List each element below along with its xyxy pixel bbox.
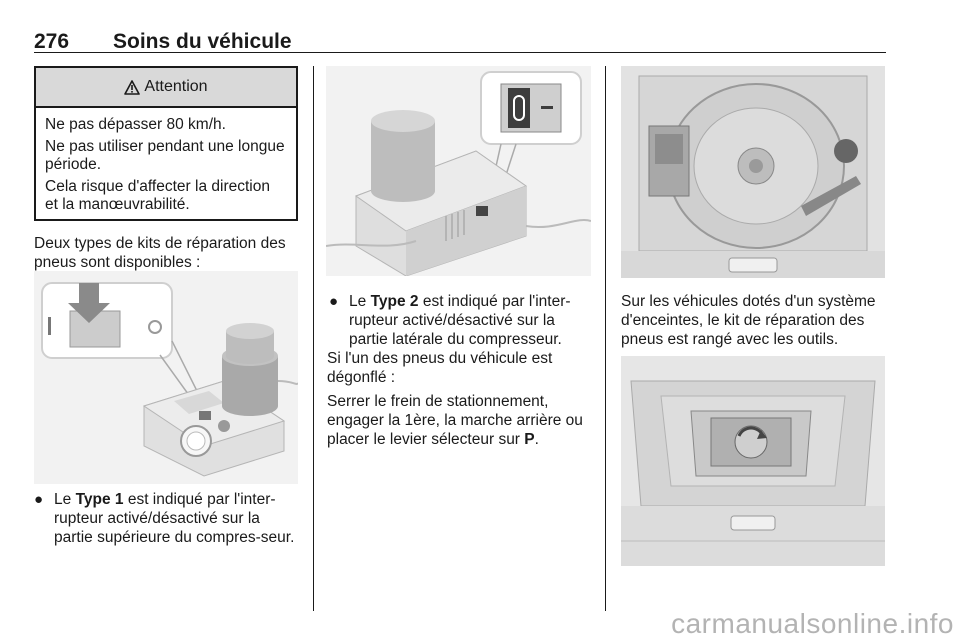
bullet-type2: ● Le Type 2 est indiqué par l'inter-rupt… bbox=[329, 292, 591, 349]
page-number: 276 bbox=[34, 30, 70, 53]
column-divider-1 bbox=[313, 66, 314, 611]
warning-title: Attention bbox=[144, 78, 208, 95]
gear-p-label: P bbox=[524, 431, 535, 448]
type1-label: Type 1 bbox=[75, 491, 124, 508]
instructions: Si l'un des pneus du véhicule est dégonf… bbox=[327, 349, 593, 454]
page-title: Soins du véhicule bbox=[113, 30, 292, 53]
compressor-type1-illustration bbox=[34, 271, 298, 484]
sound-system-caption: Sur les véhicules dotés d'un système d'e… bbox=[621, 293, 876, 348]
bullet-prefix: Le bbox=[349, 293, 367, 310]
trunk-tools-illustration bbox=[621, 66, 885, 278]
trunk-repair-kit-illustration bbox=[621, 356, 885, 566]
kit-types-intro: Deux types de kits de réparation des pne… bbox=[34, 235, 286, 271]
warning-line: Ne pas dépasser 80 km/h. bbox=[45, 116, 226, 133]
compressor-type2-illustration bbox=[326, 66, 591, 276]
watermark: carmanualsonline.info bbox=[671, 608, 954, 639]
flat-tire-condition: Si l'un des pneus du véhicule est dégonf… bbox=[327, 350, 553, 386]
header-divider bbox=[34, 52, 886, 53]
warning-line: Ne pas utiliser pendant une longue pério… bbox=[45, 137, 285, 174]
bullet-point: ● bbox=[34, 491, 44, 508]
warning-header: Attention bbox=[36, 68, 296, 108]
bullet-text: est indiqué par l'inter-rupteur activé/d… bbox=[54, 491, 295, 546]
bullet-text: est indiqué par l'inter-rupteur activé/d… bbox=[349, 293, 571, 348]
bullet-prefix: Le bbox=[54, 491, 72, 508]
bullet-type1: ● Le Type 1 est indiqué par l'inter-rupt… bbox=[34, 490, 300, 547]
parking-instruction: Serrer le frein de stationnement, engage… bbox=[327, 393, 583, 448]
warning-triangle-icon bbox=[124, 79, 141, 95]
warning-box: Attention Ne pas dépasser 80 km/h. Ne pa… bbox=[34, 66, 298, 221]
warning-line: Cela risque d'affecter la direction et l… bbox=[45, 177, 270, 214]
bullet-point: ● bbox=[329, 293, 339, 310]
type2-label: Type 2 bbox=[370, 293, 419, 310]
column-divider-2 bbox=[605, 66, 606, 611]
